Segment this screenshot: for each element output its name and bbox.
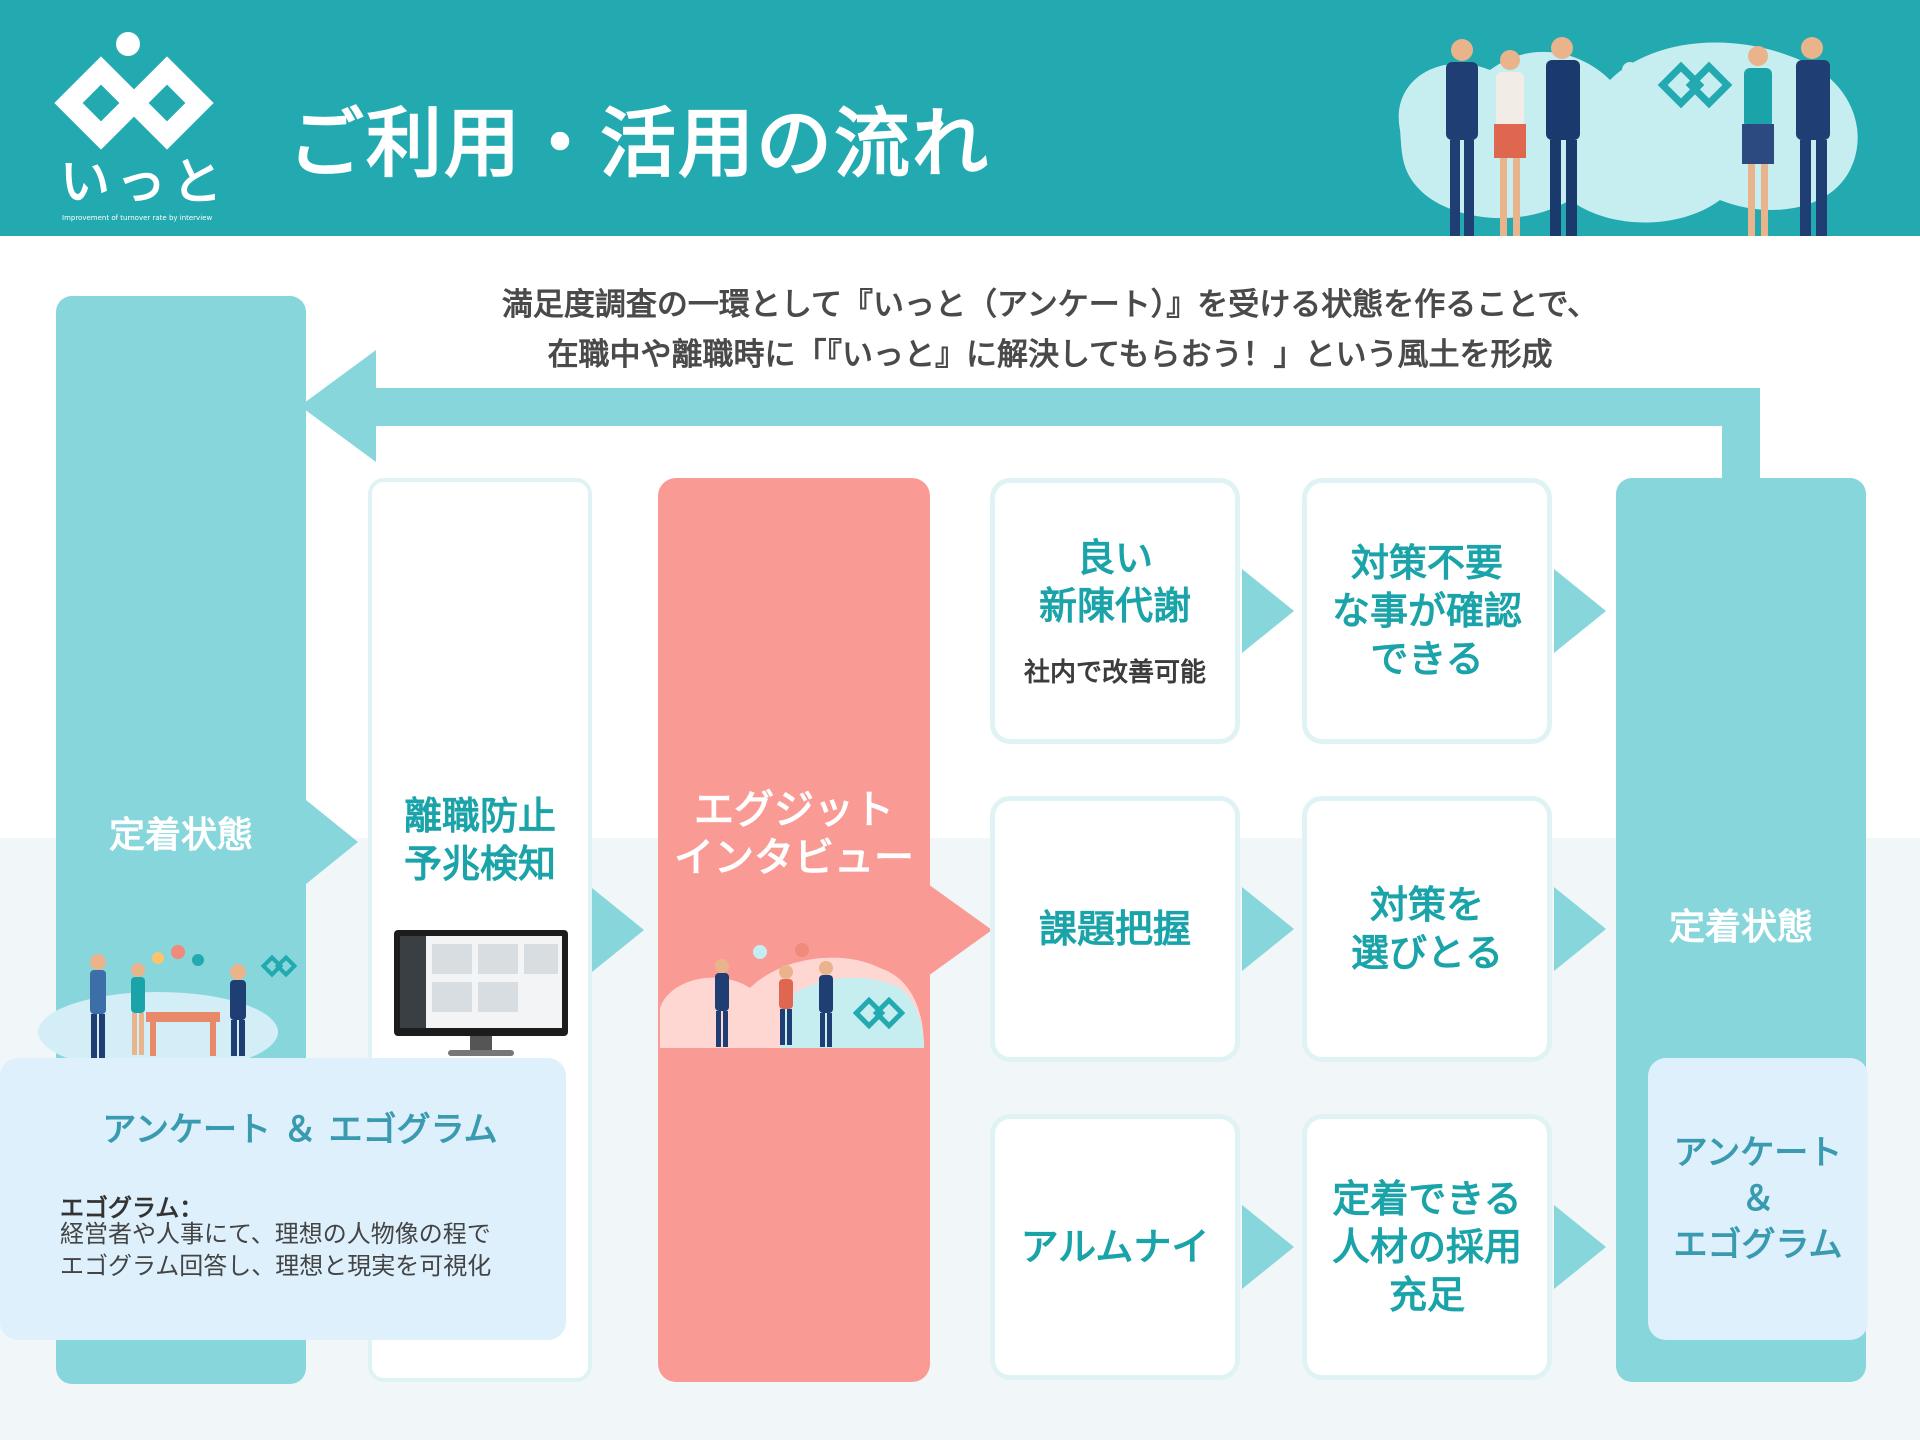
- flow-arrow-exit-to-steps: [928, 884, 992, 976]
- flow-arrow-row3-step-to-result: [1242, 1205, 1294, 1289]
- exit-interview-label: エグジット インタビュー: [658, 786, 930, 882]
- result-choose-measures-line-1: 対策を: [1369, 883, 1484, 927]
- office-team-illustration: [38, 945, 298, 1060]
- survey-right-line-2: ＆: [1741, 1179, 1775, 1219]
- egogram-desc-line-1: 経営者や人事にて、理想の人物像の程で: [60, 1220, 491, 1248]
- result-box-recruitment: 定着できる 人材の採用 充足: [1302, 1114, 1552, 1380]
- caption-line-1: 満足度調査の一環として『いっと（アンケート）』を受ける状態を作ることで、: [501, 287, 1599, 323]
- flow-arrow-row1-to-retention: [1554, 569, 1606, 653]
- caption-line-2: 在職中や離職時に「『いっと』に解決してもらおう！」という風土を形成: [547, 337, 1553, 373]
- retention-state-left-label: 定着状態: [108, 815, 253, 856]
- survey-egogram-panel-right: アンケート ＆ エゴグラム: [1648, 1058, 1868, 1340]
- exit-interview-column: エグジット インタビュー: [658, 478, 930, 1382]
- feedback-caption: 満足度調査の一環として『いっと（アンケート）』を受ける状態を作ることで、 在職中…: [400, 280, 1700, 380]
- egogram-description: 経営者や人事にて、理想の人物像の程で エゴグラム回答し、理想と現実を可視化: [60, 1218, 491, 1282]
- result-no-action-line-1: 対策不要: [1350, 541, 1503, 585]
- retention-state-right-label: 定着状態: [1668, 907, 1813, 948]
- step-issue-grasp-label: 課題把握: [1038, 907, 1191, 951]
- flow-arrow-row3-to-retention: [1554, 1205, 1606, 1289]
- survey-right-line-3: エゴグラム: [1673, 1225, 1843, 1265]
- step-good-turnover-sub: 社内で改善可能: [1023, 657, 1206, 688]
- prevention-line-1: 離職防止: [403, 794, 556, 838]
- step-box-alumni: アルムナイ: [990, 1114, 1240, 1380]
- monitor-icon: [394, 930, 568, 1056]
- result-recruitment-line-2: 人材の採用: [1331, 1225, 1522, 1269]
- step-box-good-turnover: 良い 新陳代謝 社内で改善可能: [990, 478, 1240, 744]
- result-box-choose-measures: 対策を 選びとる: [1302, 796, 1552, 1062]
- logo-wordmark: いっと: [60, 153, 228, 211]
- exit-interview-line-2: インタビュー: [674, 835, 914, 881]
- flow-arrow-row1-step-to-result: [1242, 569, 1294, 653]
- flow-arrow-prevention-to-exit: [592, 888, 644, 972]
- result-no-action-line-3: できる: [1370, 637, 1484, 681]
- business-people-illustration: [1398, 37, 1858, 236]
- logo-tagline: Improvement of turnover rate by intervie…: [62, 214, 213, 222]
- result-recruitment-line-3: 充足: [1388, 1273, 1465, 1317]
- feedback-loop-arrow: [300, 350, 1760, 480]
- prevention-detection-label: 離職防止 予兆検知: [372, 792, 588, 888]
- step-good-turnover-line-2: 新陳代謝: [1038, 583, 1191, 628]
- page-title: ご利用・活用の流れ: [288, 99, 990, 188]
- flow-arrow-left-to-prevention: [306, 800, 358, 884]
- step-alumni-label: アルムナイ: [1020, 1225, 1210, 1269]
- prevention-line-2: 予兆検知: [403, 842, 556, 886]
- exit-interview-line-1: エグジット: [694, 787, 894, 833]
- step-box-issue-grasp: 課題把握: [990, 796, 1240, 1062]
- result-choose-measures-line-2: 選びとる: [1350, 931, 1503, 975]
- flow-arrow-row2-to-retention: [1554, 887, 1606, 971]
- result-box-no-action-needed: 対策不要 な事が確認 できる: [1302, 478, 1552, 744]
- flow-arrow-row2-step-to-result: [1242, 887, 1294, 971]
- egogram-subtitle: エゴグラム：: [60, 1194, 204, 1222]
- egogram-desc-line-2: エゴグラム回答し、理想と現実を可視化: [60, 1252, 492, 1280]
- result-recruitment-line-1: 定着できる: [1332, 1177, 1522, 1221]
- survey-egogram-title: アンケート ＆ エゴグラム: [102, 1110, 498, 1150]
- step-good-turnover-line-1: 良い: [1076, 535, 1153, 580]
- result-no-action-line-2: な事が確認: [1331, 589, 1522, 633]
- survey-egogram-panel: [0, 1058, 566, 1340]
- header-banner: [0, 0, 1920, 236]
- handshake-illustration: [660, 943, 924, 1048]
- survey-right-line-1: アンケート: [1673, 1133, 1843, 1173]
- itto-infinity-logo-icon: [54, 32, 214, 150]
